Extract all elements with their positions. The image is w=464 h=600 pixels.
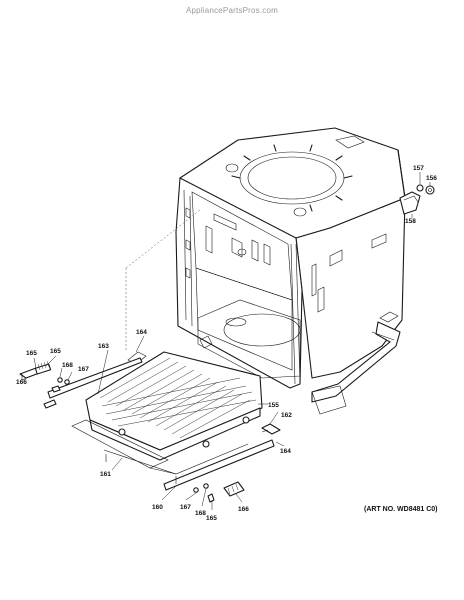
rail-stop — [43, 399, 57, 409]
bushing-bottom — [207, 493, 215, 503]
leader-lines — [33, 172, 431, 510]
watermark-text: AppliancePartsPros.com — [186, 6, 278, 15]
callout-165-mid: 168 — [62, 362, 73, 369]
end-stop-left — [34, 360, 52, 375]
callout-165-left: 165 — [26, 350, 37, 357]
rack-rail-left — [47, 357, 143, 399]
callout-labels: 165 166 168 165 167 163 164 161 155 162 … — [16, 165, 437, 522]
hinge-bracket — [399, 191, 421, 215]
screw-167-left — [64, 379, 70, 385]
tub-assembly — [175, 127, 406, 415]
callout-158: 158 — [405, 218, 416, 225]
hinge-washer — [416, 184, 424, 192]
callout-166-left: 166 — [16, 379, 27, 386]
callout-156: 156 — [426, 175, 437, 182]
callout-161: 161 — [100, 471, 111, 478]
bushing-left — [51, 385, 61, 393]
rail-end-cap — [261, 423, 281, 435]
rack-wire-frame — [71, 419, 249, 484]
hinge-nut — [425, 185, 435, 195]
rack-rail-bottom — [163, 439, 275, 491]
callout-155: 155 — [268, 402, 279, 409]
callout-167-left: 167 — [78, 366, 89, 373]
rail-clip-bottom — [223, 481, 245, 497]
callout-167-bottom: 167 — [180, 504, 191, 511]
screw-168-bottom — [203, 483, 209, 489]
callout-168-left: 165 — [50, 348, 61, 355]
screw-168-left — [57, 377, 63, 383]
callout-160: 160 — [152, 504, 163, 511]
callout-168-bottom: 168 — [195, 510, 206, 517]
screw-167-bottom — [193, 487, 199, 493]
callout-157: 157 — [413, 165, 424, 172]
callout-165-bottom: 165 — [206, 515, 217, 522]
art-number: (ART NO. WD8481 C0) — [364, 506, 438, 513]
callout-164-top: 164 — [136, 329, 147, 336]
lower-rack — [85, 351, 263, 461]
callout-162: 162 — [281, 412, 292, 419]
callout-163: 163 — [98, 343, 109, 350]
callout-166-bottom: 166 — [238, 506, 249, 513]
callout-164-right: 164 — [280, 448, 291, 455]
